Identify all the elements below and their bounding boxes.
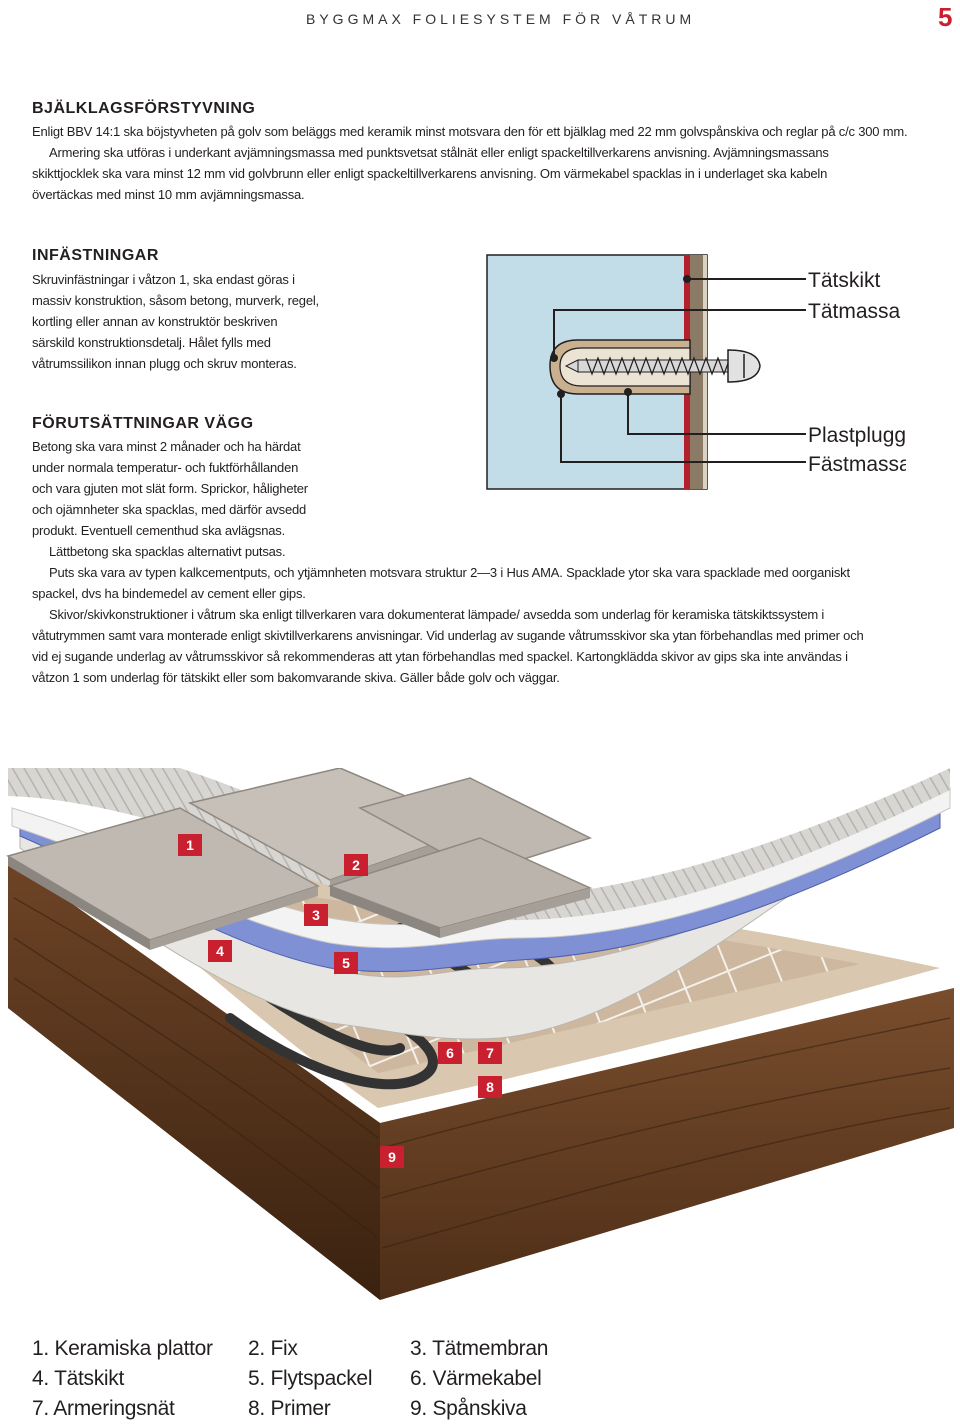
badge-number: 4 — [216, 943, 224, 959]
leader-dot — [550, 354, 558, 362]
screw-tip — [564, 359, 579, 373]
leader-line — [553, 309, 806, 358]
leader-dot — [624, 388, 632, 396]
section-body-bjalklag: Enligt BBV 14:1 ska böjstyvheten på golv… — [32, 121, 912, 205]
badge-8: 8 — [478, 1076, 502, 1098]
badge-number: 5 — [342, 955, 350, 971]
paragraph-line: Skruvinfästningar i våtzon 1, ska endast… — [32, 272, 295, 287]
paragraph-line: produkt. Eventuell cementhud ska avlägsn… — [32, 523, 285, 538]
label-tatskikt: Tätskikt — [808, 269, 881, 292]
label-fastmassa: Fästmassa — [808, 453, 906, 476]
badge-4: 4 — [208, 940, 232, 962]
legend-item: 2. Fix — [248, 1337, 298, 1360]
leader-dot — [557, 390, 565, 398]
legend-item: 3. Tätmembran — [410, 1337, 549, 1360]
badge-9: 9 — [380, 1146, 404, 1168]
section-heading-forutsattningar: FÖRUTSÄTTNINGAR VÄGG — [32, 415, 254, 432]
paragraph-line: Armering ska utföras i underkant avjämni… — [49, 145, 829, 160]
paragraph-line: Puts ska vara av typen kalkcementputs, o… — [49, 565, 850, 580]
paragraph-line: kortling eller annan av konstruktör besk… — [32, 314, 278, 329]
tile-edge — [330, 886, 440, 938]
label-plastplugg: Plastplugg — [808, 424, 906, 447]
paragraph-line: Lättbetong ska spacklas alternativt puts… — [49, 544, 286, 559]
paragraph-line: Betong ska vara minst 2 månader och ha h… — [32, 439, 301, 454]
wall-anchor-diagram: Tätskikt Tätmassa Plastplugg Fästmassa — [486, 254, 906, 490]
paragraph-line: Skivor/skivkonstruktioner i våtrum ska e… — [49, 607, 825, 622]
legend-item: 5. Flytspackel — [248, 1367, 373, 1390]
badge-box — [304, 904, 328, 926]
leader-dot — [683, 275, 691, 283]
badge-1: 1 — [178, 834, 202, 856]
badge-number: 2 — [352, 857, 360, 873]
keramiska-plattor — [6, 768, 593, 950]
legend-item: 4. Tätskikt — [32, 1367, 125, 1390]
paragraph-line: och vara gjuten mot slät form. Sprickor,… — [32, 481, 308, 496]
paragraph-line: och ojämnheter ska spacklas, med därför … — [32, 502, 307, 517]
legend-item: 1. Keramiska plattor — [32, 1337, 213, 1360]
badge-5: 5 — [334, 952, 358, 974]
paragraph-line: våtzon 1 som underlag för tätskikt eller… — [32, 670, 560, 685]
wood-grain — [13, 897, 951, 1249]
label-tatmassa: Tätmassa — [808, 300, 901, 323]
paragraph-line: övertäckas med minst 10 mm avjämningsmas… — [32, 187, 305, 202]
paragraph-line: våtrumssilikon innan plugg och skruv mon… — [32, 356, 297, 371]
section-heading-infastningar: INFÄSTNINGAR — [32, 247, 159, 264]
badge-box — [344, 854, 368, 876]
section-body-forutsattningar: Betong ska vara minst 2 månader och ha h… — [32, 436, 932, 688]
badge-box — [478, 1042, 502, 1064]
badge-number: 3 — [312, 907, 320, 923]
floor-layers-illustration: 1 2 3 4 5 6 7 8 9 — [6, 768, 954, 1300]
page-number: 5 — [938, 2, 953, 32]
leader-line — [627, 392, 806, 435]
badge-number: 8 — [486, 1079, 494, 1095]
document-header-title: BYGGMAX FOLIESYSTEM FÖR VÅTRUM — [306, 11, 696, 27]
badge-box — [178, 834, 202, 856]
badge-box — [380, 1146, 404, 1168]
paragraph-line: spackel, dvs ha bindemedel av cement ell… — [32, 586, 306, 601]
section-body-infastningar: Skruvinfästningar i våtzon 1, ska endast… — [32, 269, 452, 374]
spanskiva-front — [8, 858, 380, 1300]
section-heading-bjalklag: BJÄLKLAGSFÖRSTYVNING — [32, 100, 256, 117]
badge-6: 6 — [438, 1042, 462, 1064]
badge-number: 9 — [388, 1149, 396, 1165]
screw-thread — [585, 356, 731, 376]
badge-2: 2 — [344, 854, 368, 876]
legend-item: 8. Primer — [248, 1397, 331, 1420]
paragraph-line: särskild konstruktionsdetalj. Hålet fyll… — [32, 335, 271, 350]
paragraph-line: vid ej sugande underlag av våtrumsskivor… — [32, 649, 848, 664]
legend-item: 6. Värmekabel — [410, 1367, 542, 1390]
legend-item: 9. Spånskiva — [410, 1397, 527, 1420]
leader-lines — [553, 278, 806, 463]
badge-7: 7 — [478, 1042, 502, 1064]
tile-edge — [440, 888, 590, 938]
legend-item: 7. Armeringsnät — [32, 1397, 175, 1420]
tile-edge — [8, 856, 150, 950]
badge-box — [334, 952, 358, 974]
tile-edge — [150, 886, 318, 950]
leader-line — [560, 394, 806, 463]
leader-dots — [550, 275, 691, 398]
paragraph-line: massiv konstruktion, såsom betong, murve… — [32, 293, 319, 308]
badge-number: 1 — [186, 837, 194, 853]
badge-box — [478, 1076, 502, 1098]
badge-box — [208, 940, 232, 962]
paragraph-line: skikttjocklek ska vara minst 12 mm vid g… — [32, 166, 828, 181]
paragraph-line: under normala temperatur- och fuktförhål… — [32, 460, 299, 475]
badge-number: 6 — [446, 1045, 454, 1061]
badge-box — [438, 1042, 462, 1064]
paragraph-line: Enligt BBV 14:1 ska böjstyvheten på golv… — [32, 124, 908, 139]
paragraph-line: våtutrymmen samt vara monterade enligt s… — [32, 628, 864, 643]
badge-3: 3 — [304, 904, 328, 926]
badge-number: 7 — [486, 1045, 494, 1061]
